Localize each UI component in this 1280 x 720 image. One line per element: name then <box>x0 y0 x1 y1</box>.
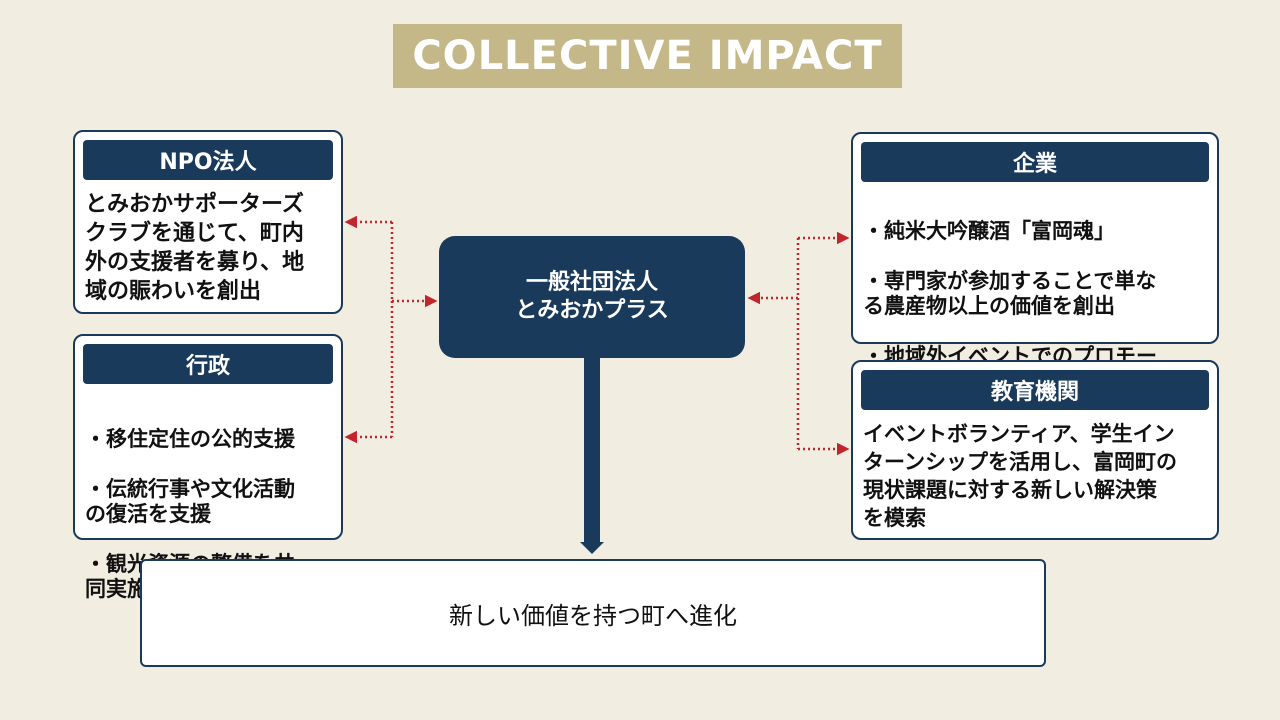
list-item: ・純米大吟醸酒「富岡魂」 <box>863 219 1115 243</box>
kyoiku-card-heading: 教育機関 <box>861 370 1209 410</box>
kigyo-card-heading: 企業 <box>861 142 1209 182</box>
central-organization-name: とみおかプラス <box>515 298 669 323</box>
kigyo-card: 企業 ・純米大吟醸酒「富岡魂」 ・専門家が参加することで単な る農産物以上の価値… <box>851 132 1219 393</box>
list-item: ・移住定住の公的支援 <box>85 427 295 451</box>
central-organization-type: 一般社団法人 <box>525 270 658 295</box>
npo-card-heading: NPO法人 <box>83 140 333 180</box>
central-organization-box: 一般社団法人 とみおかプラス <box>439 236 745 358</box>
down-arrow-head <box>580 542 604 554</box>
gyosei-card-heading: 行政 <box>83 344 333 384</box>
kyoiku-card: 教育機関 イベントボランティア、学生イン ターンシップを活用し、富岡町の 現状課… <box>851 360 1219 540</box>
down-arrow-shaft <box>584 358 600 542</box>
list-item: ・伝統行事や文化活動 の復活を支援 <box>85 477 295 526</box>
kyoiku-card-body: イベントボランティア、学生イン ターンシップを活用し、富岡町の 現状課題に対する… <box>863 422 1177 530</box>
result-box: 新しい価値を持つ町へ進化 <box>140 559 1046 667</box>
npo-card-body: とみおかサポーターズ クラブを通じて、町内 外の支援者を募り、地 域の賑わいを創… <box>85 192 305 304</box>
page-title: COLLECTIVE IMPACT <box>393 24 902 88</box>
npo-card: NPO法人 とみおかサポーターズ クラブを通じて、町内 外の支援者を募り、地 域… <box>73 130 343 314</box>
list-item: ・専門家が参加することで単な る農産物以上の価値を創出 <box>863 269 1157 318</box>
